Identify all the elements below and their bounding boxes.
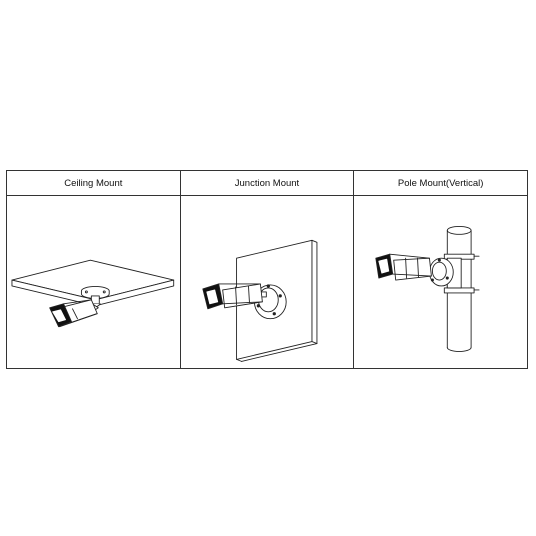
- header-row: Ceiling Mount Junction Mount Pole Mount(…: [6, 170, 528, 196]
- junction-mount-illustration: [202, 239, 318, 362]
- ceiling-bullet-camera: [49, 299, 99, 328]
- mount-type-table: Ceiling Mount Junction Mount Pole Mount(…: [6, 170, 528, 369]
- junction-box: [253, 284, 287, 320]
- cell-junction-mount: [179, 195, 355, 369]
- pole-mount-illustration: [375, 225, 480, 352]
- ceiling-slab: [11, 259, 175, 307]
- header-junction-mount: Junction Mount: [179, 170, 355, 196]
- pole-mount-adapter: [429, 257, 462, 289]
- ceiling-mount-illustration: [11, 259, 175, 328]
- cell-ceiling-mount: [6, 195, 181, 369]
- cell-pole-mount-vertical: [353, 195, 528, 369]
- illustration-row: [6, 195, 528, 369]
- pole-bullet-camera: [375, 253, 433, 281]
- junction-bullet-camera: [202, 283, 263, 310]
- header-ceiling-mount: Ceiling Mount: [6, 170, 181, 196]
- header-pole-mount-vertical: Pole Mount(Vertical): [353, 170, 528, 196]
- ceiling-mount-base: [80, 286, 110, 308]
